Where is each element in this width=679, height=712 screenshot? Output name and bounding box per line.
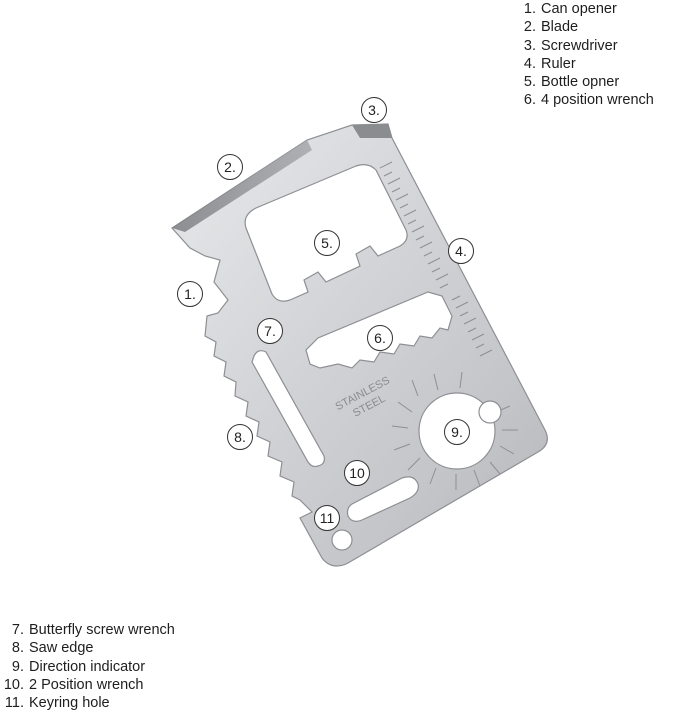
legend-item-ruler: 4.Ruler (523, 55, 576, 72)
blade-edge (172, 140, 312, 232)
callout-10-label: 10 (349, 465, 365, 481)
callout-8-label: 8. (234, 429, 246, 445)
callout-9-label: 9. (451, 424, 463, 440)
callout-10: 10 (344, 460, 370, 486)
two-position-wrench-cutout (346, 476, 419, 522)
callout-1: 1. (177, 281, 203, 307)
legend-item-2-position-wrench: 10.2 Position wrench (3, 676, 144, 693)
callout-7-label: 7. (264, 323, 276, 339)
callout-2-label: 2. (224, 159, 236, 175)
ruler-ticks (379, 161, 493, 357)
legend-item-direction-indicator: 9.Direction indicator (11, 658, 146, 675)
callout-1-label: 1. (184, 286, 196, 302)
legend-top: 1.Can opener 2.Blade 3.Screwdriver 4.Rul… (522, 0, 654, 110)
callout-7: 7. (257, 318, 283, 344)
direction-indicator (391, 371, 518, 490)
callout-3: 3. (361, 97, 387, 123)
callout-2: 2. (217, 154, 243, 180)
legend-item-can-opener: 1.Can opener (523, 1, 617, 17)
keyring-hole (331, 529, 353, 551)
legend-item-bottle-opener: 5.Bottle opner (523, 74, 620, 91)
legend-item-4-position-wrench: 6.4 position wrench (523, 92, 654, 109)
direction-indicator-notch (478, 400, 502, 424)
callout-6: 6. (367, 325, 393, 351)
callout-11: 11 (314, 505, 340, 531)
butterfly-wrench-slot (251, 350, 325, 468)
legend-bottom: 7.Butterfly screw wrench 8.Saw edge 9.Di… (0, 621, 175, 712)
legend-item-screwdriver: 3.Screwdriver (523, 37, 618, 54)
legend-item-saw-edge: 8.Saw edge (11, 640, 94, 657)
callout-5-label: 5. (321, 235, 333, 251)
legend-item-blade: 2.Blade (523, 19, 579, 36)
callout-9: 9. (444, 419, 470, 445)
callout-6-label: 6. (374, 330, 386, 346)
callout-4-label: 4. (455, 243, 467, 259)
screwdriver-tip (352, 124, 392, 138)
callout-8: 8. (227, 424, 253, 450)
callout-4: 4. (448, 238, 474, 264)
callout-11-label: 11 (320, 510, 335, 526)
callout-3-label: 3. (368, 102, 380, 118)
legend-item-butterfly-screw-wrench: 7.Butterfly screw wrench (11, 622, 175, 638)
callout-5: 5. (314, 230, 340, 256)
